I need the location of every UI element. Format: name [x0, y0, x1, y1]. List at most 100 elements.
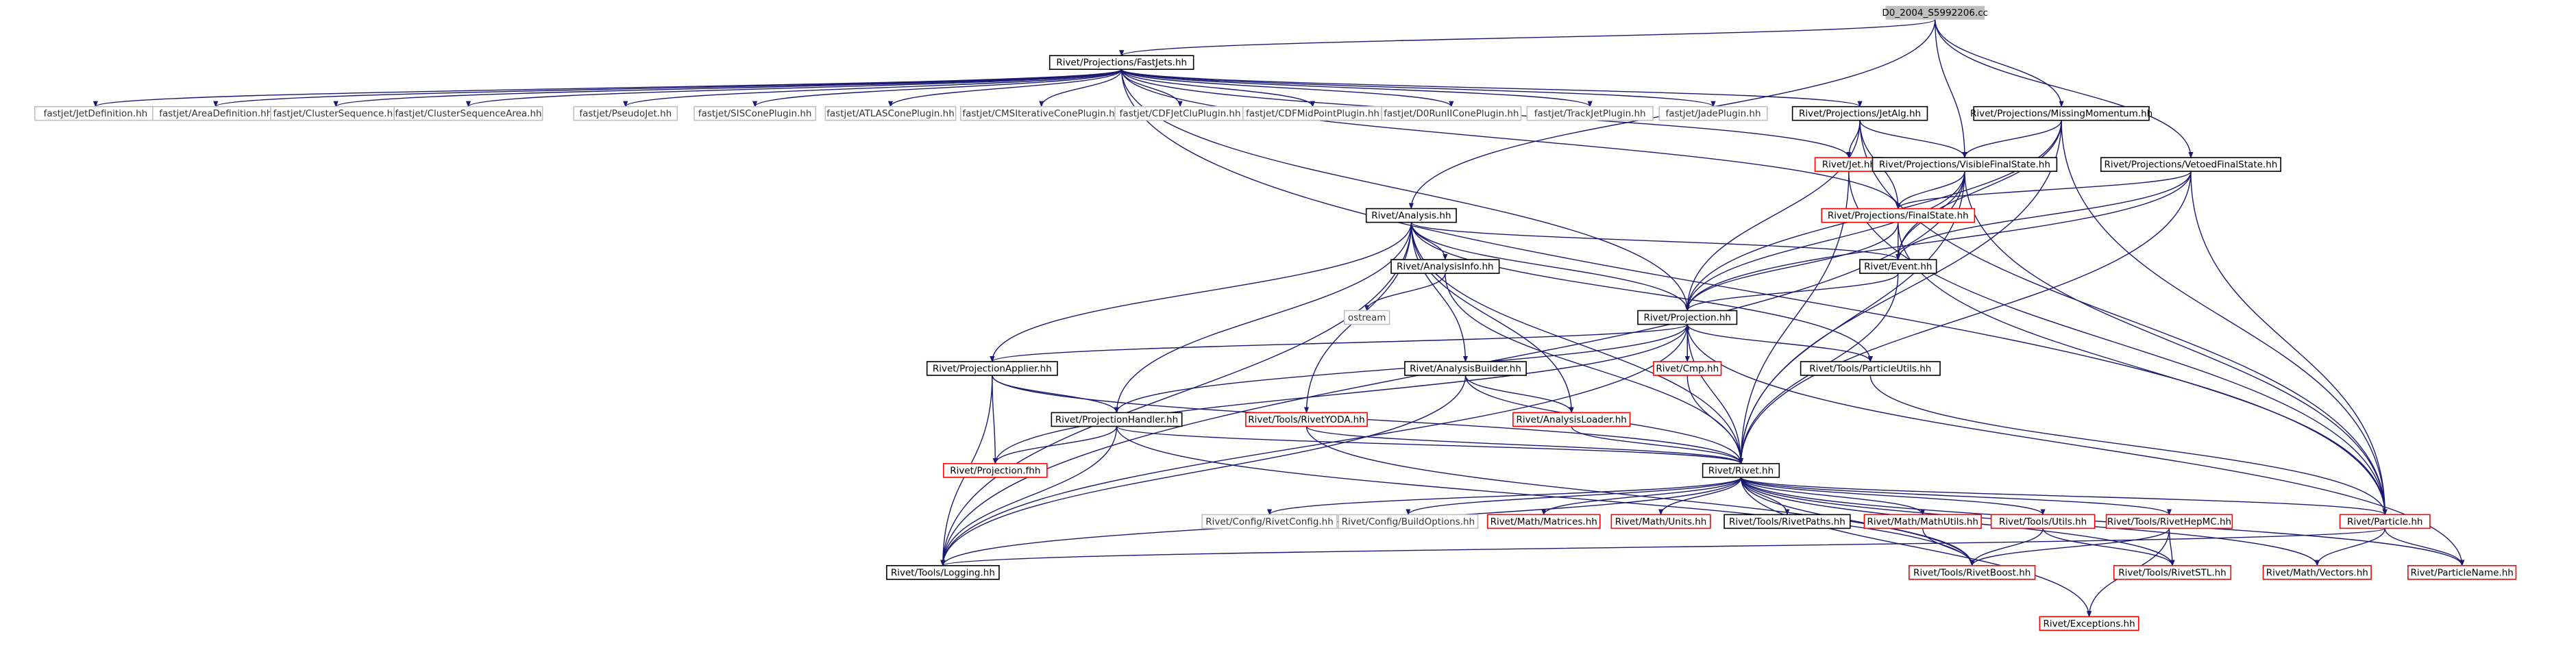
edge-visfs-to-finalstate — [1896, 171, 1965, 210]
edge-particle-to-vectors — [2314, 528, 2385, 566]
node-box — [2262, 565, 2372, 580]
node-rivetstl[interactable]: Rivet/Tools/RivetSTL.hh — [2113, 565, 2232, 580]
node-particlename[interactable]: Rivet/ParticleName.hh — [2407, 565, 2517, 580]
node-fj-csarea[interactable]: fastjet/ClusterSequenceArea.hh — [393, 105, 543, 121]
node-box — [1658, 105, 1768, 121]
edge-rivet-to-units — [1658, 477, 1742, 516]
node-fj-cmsit[interactable]: fastjet/CMSIterativeConePlugin.hh — [959, 105, 1123, 121]
node-label: fastjet/CDFMidPointPlugin.hh — [1246, 108, 1379, 119]
node-fj-jetdef[interactable]: fastjet/JetDefinition.hh — [34, 105, 157, 121]
node-projhandler[interactable]: Rivet/ProjectionHandler.hh — [1051, 412, 1183, 427]
node-projection[interactable]: Rivet/Projection.hh — [1637, 310, 1738, 325]
node-label: fastjet/ATLASConePlugin.hh — [826, 108, 955, 119]
node-fj-siscone[interactable]: fastjet/SISConePlugin.hh — [694, 105, 817, 121]
node-box — [1338, 514, 1479, 529]
node-root[interactable]: D0_2004_S5992206.cc — [1882, 5, 1988, 20]
edge-fastjets-to-particle — [1120, 69, 2388, 516]
node-box — [943, 463, 1048, 478]
node-fj-areadef[interactable]: fastjet/AreaDefinition.hh — [152, 105, 280, 121]
edge-root-to-fastjets — [1119, 18, 1936, 57]
node-label: Rivet/Tools/Utils.hh — [1999, 516, 2087, 527]
node-label: Rivet/ProjectionHandler.hh — [1055, 414, 1178, 425]
node-box — [824, 105, 957, 121]
node-box — [393, 105, 543, 121]
node-fj-cdfmid[interactable]: fastjet/CDFMidPointPlugin.hh — [1242, 105, 1383, 121]
edge-rivet-to-mathutils — [1740, 477, 1926, 516]
node-logging[interactable]: Rivet/Tools/Logging.hh — [886, 565, 1000, 580]
node-vectors[interactable]: Rivet/Math/Vectors.hh — [2262, 565, 2372, 580]
edge-analysis-to-rivet — [1410, 222, 1744, 464]
node-box — [1245, 412, 1368, 427]
node-label: Rivet/Math/Vectors.hh — [2266, 567, 2368, 578]
node-label: Rivet/AnalysisBuilder.hh — [1410, 363, 1521, 374]
node-projfhh[interactable]: Rivet/Projection.fhh — [943, 463, 1048, 478]
node-visfs[interactable]: Rivet/Projections/VisibleFinalState.hh — [1872, 157, 2058, 172]
node-rivetconfig[interactable]: Rivet/Config/RivetConfig.hh — [1201, 514, 1338, 529]
node-mathutils[interactable]: Rivet/Math/MathUtils.hh — [1863, 514, 1982, 529]
node-analysisinfo[interactable]: Rivet/AnalysisInfo.hh — [1390, 259, 1500, 274]
edge-fastjets-to-fj-d0run — [1120, 68, 1454, 108]
edge-mathutils-to-rivetboost — [1922, 528, 1975, 566]
node-fj-d0run[interactable]: fastjet/D0RunIIConePlugin.hh — [1381, 105, 1522, 121]
node-box — [1863, 514, 1982, 529]
node-label: Rivet/AnalysisInfo.hh — [1397, 262, 1494, 273]
node-label: fastjet/SISConePlugin.hh — [698, 108, 812, 119]
node-analysisbuilder[interactable]: Rivet/AnalysisBuilder.hh — [1404, 361, 1527, 376]
edge-missmom-to-event — [1896, 120, 2062, 260]
node-exceptions[interactable]: Rivet/Exceptions.hh — [2039, 616, 2139, 631]
node-cmp[interactable]: Rivet/Cmp.hh — [1653, 361, 1722, 376]
node-box — [694, 105, 817, 121]
node-label: Rivet/Projections/MissingMomentum.hh — [1970, 108, 2152, 119]
node-units[interactable]: Rivet/Math/Units.hh — [1610, 514, 1711, 529]
edge-analysisinfo-to-ostream — [1364, 273, 1446, 312]
node-rivetboost[interactable]: Rivet/Tools/RivetBoost.hh — [1909, 565, 2036, 580]
node-label: Rivet/Tools/RivetYODA.hh — [1248, 414, 1364, 425]
node-missmom[interactable]: Rivet/Projections/MissingMomentum.hh — [1970, 105, 2152, 121]
node-buildoptions[interactable]: Rivet/Config/BuildOptions.hh — [1338, 514, 1479, 529]
node-box — [1486, 514, 1601, 529]
edge-analysis-to-event — [1410, 221, 1901, 260]
node-vetofs[interactable]: Rivet/Projections/VetoedFinalState.hh — [2100, 157, 2281, 172]
node-fj-atlas[interactable]: fastjet/ATLASConePlugin.hh — [824, 105, 957, 121]
edge-vetofs-to-event — [1896, 171, 2192, 260]
node-particleutils[interactable]: Rivet/Tools/ParticleUtils.hh — [1800, 361, 1941, 376]
node-matrices[interactable]: Rivet/Math/Matrices.hh — [1486, 514, 1601, 529]
node-fastjets[interactable]: Rivet/Projections/FastJets.hh — [1048, 55, 1194, 71]
node-jet[interactable]: Rivet/Jet.hh — [1814, 157, 1883, 172]
edge-fastjets-to-fj-cs — [333, 68, 1123, 108]
node-box — [1512, 412, 1631, 427]
node-event[interactable]: Rivet/Event.hh — [1859, 259, 1937, 274]
edge-projhandler-to-projfhh — [992, 426, 1118, 464]
edge-fastjets-to-fj-areadef — [213, 68, 1123, 108]
node-fj-track[interactable]: fastjet/TrackJetPlugin.hh — [1526, 105, 1654, 121]
file-nodes: D0_2004_S5992206.ccRivet/Projections/Fas… — [34, 5, 2517, 631]
node-jetalg[interactable]: Rivet/Projections/JetAlg.hh — [1791, 105, 1928, 121]
node-label: fastjet/D0RunIIConePlugin.hh — [1384, 108, 1519, 119]
node-label: fastjet/ClusterSequenceArea.hh — [395, 108, 541, 119]
node-finalstate[interactable]: Rivet/Projections/FinalState.hh — [1821, 208, 1976, 223]
node-rivetpaths[interactable]: Rivet/Tools/RivetPaths.hh — [1724, 514, 1851, 529]
node-projapplier[interactable]: Rivet/ProjectionApplier.hh — [926, 361, 1058, 376]
edge-analysis-to-analysisloader — [1410, 222, 1574, 414]
node-analysisloader[interactable]: Rivet/AnalysisLoader.hh — [1512, 412, 1631, 427]
node-ostream[interactable]: ostream — [1343, 310, 1390, 325]
edge-root-to-missmom — [1935, 19, 2064, 108]
edge-jetalg-to-particle — [1859, 120, 2388, 516]
node-fj-cdfclu[interactable]: fastjet/CDFJetCluPlugin.hh — [1114, 105, 1247, 121]
node-fj-pseudo[interactable]: fastjet/PseudoJet.hh — [573, 105, 678, 121]
node-fj-jade[interactable]: fastjet/JadePlugin.hh — [1658, 105, 1768, 121]
edge-projection-to-rivet — [1686, 324, 1744, 464]
node-label: Rivet/Tools/Logging.hh — [891, 567, 995, 578]
node-rivetyoda[interactable]: Rivet/Tools/RivetYODA.hh — [1245, 412, 1368, 427]
node-rivet[interactable]: Rivet/Rivet.hh — [1702, 463, 1780, 478]
node-label: Rivet/Projection.fhh — [950, 465, 1040, 476]
node-box — [1859, 259, 1937, 274]
node-label: fastjet/PseudoJet.hh — [579, 108, 672, 119]
node-fj-cs[interactable]: fastjet/ClusterSequence.hh — [270, 105, 402, 121]
node-hepmc[interactable]: Rivet/Tools/RivetHepMC.hh — [2105, 514, 2233, 529]
node-toolsutils[interactable]: Rivet/Tools/Utils.hh — [1990, 514, 2096, 529]
node-analysis[interactable]: Rivet/Analysis.hh — [1365, 208, 1457, 223]
node-particle[interactable]: Rivet/Particle.hh — [2339, 514, 2431, 529]
edge-analysisbuilder-to-analysisloader — [1464, 375, 1574, 414]
node-box — [1702, 463, 1780, 478]
